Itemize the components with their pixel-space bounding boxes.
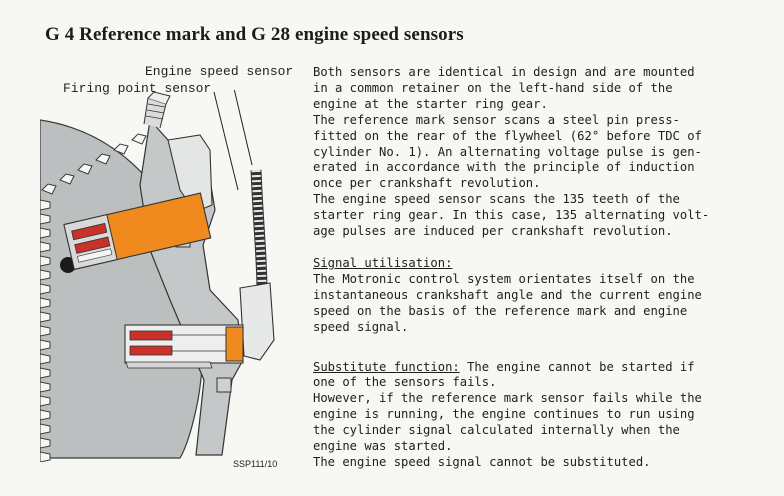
text-line: The reference mark sensor scans a steel … <box>313 112 680 127</box>
text-line: instantaneous crankshaft angle and the c… <box>313 287 702 302</box>
gear-tooth <box>40 255 51 267</box>
text-line: The engine speed sensor scans the 135 te… <box>313 192 680 207</box>
gear-tooth <box>95 153 111 165</box>
firing-sensor-leader <box>213 91 239 191</box>
gear-tooth <box>40 381 51 393</box>
gear-tooth <box>40 437 51 449</box>
substitute-function-first-line: Substitute function: The engine cannot b… <box>313 360 773 376</box>
text-line: engine is running, the engine continues … <box>313 407 695 422</box>
gear-tooth <box>41 183 57 195</box>
gear-tooth <box>40 311 51 323</box>
sensor-diagram <box>40 90 275 462</box>
gear-tooth <box>40 423 51 435</box>
retainer-bolt-lower <box>216 377 232 393</box>
text-line: However, if the reference mark sensor fa… <box>313 391 702 406</box>
substitute-function-heading: Substitute function: <box>313 359 460 374</box>
firing-point-sensor-label: Firing point sensor <box>63 81 212 96</box>
text-line: erated in accordance with the principle … <box>313 160 695 175</box>
gear-tooth <box>40 283 51 295</box>
gear-tooth <box>40 339 51 351</box>
text-line: The Motronic control system orientates i… <box>313 271 695 286</box>
text-line: The engine speed signal cannot be substi… <box>313 454 651 469</box>
gear-tooth <box>40 269 51 281</box>
engine-speed-sensor <box>124 324 244 369</box>
intro-paragraph: Both sensors are identical in design and… <box>313 65 773 240</box>
gear-tooth <box>40 353 51 365</box>
signal-utilisation-heading: Signal utilisation: <box>313 255 453 270</box>
gear-tooth <box>77 163 93 175</box>
text-line: speed on the basis of the reference mark… <box>313 303 688 318</box>
gear-tooth <box>40 199 51 211</box>
engine-speed-sensor-label: Engine speed sensor <box>145 64 294 79</box>
speed-sensor-leader <box>233 90 253 166</box>
figure-caption: SSP111/10 <box>233 459 278 469</box>
gear-tooth <box>40 227 51 239</box>
gear-tooth <box>40 367 51 379</box>
signal-utilisation-paragraph: The Motronic control system orientates i… <box>313 272 773 336</box>
gear-tooth <box>40 325 51 337</box>
gear-tooth <box>40 297 51 309</box>
page-title: G 4 Reference mark and G 28 engine speed… <box>45 24 464 45</box>
gear-tooth <box>59 173 75 185</box>
text-line: starter ring gear. In this case, 135 alt… <box>313 208 710 223</box>
text-line: Both sensors are identical in design and… <box>313 65 695 79</box>
text-line: engine was started. <box>313 439 453 454</box>
text-line: once per crankshaft revolution. <box>313 176 541 191</box>
text-line: age pulses are induced per crankshaft re… <box>313 224 673 239</box>
gear-tooth <box>40 213 51 225</box>
substitute-function-paragraph: one of the sensors fails.However, if the… <box>313 375 773 470</box>
text-line: speed signal. <box>313 319 409 334</box>
text-line: fitted on the rear of the flywheel (62° … <box>313 128 702 143</box>
text-line: engine at the starter ring gear. <box>313 96 548 111</box>
gear-tooth <box>40 409 51 421</box>
gear-tooth <box>113 143 129 155</box>
gear-tooth <box>40 451 51 462</box>
gear-tooth <box>131 133 147 145</box>
ring-gear-teeth <box>40 133 147 462</box>
gear-tooth <box>40 395 51 407</box>
substitute-function-first-rest: The engine cannot be started if <box>459 359 695 374</box>
text-line: cylinder No. 1). An alternating voltage … <box>313 144 702 159</box>
reference-mark-sensor <box>63 192 212 271</box>
text-line: one of the sensors fails. <box>313 375 497 390</box>
text-line: the cylinder signal calculated internall… <box>313 423 680 438</box>
gear-tooth <box>40 241 51 253</box>
text-line: in a common retainer on the left-hand si… <box>313 80 673 95</box>
body-text: Both sensors are identical in design and… <box>313 65 773 471</box>
